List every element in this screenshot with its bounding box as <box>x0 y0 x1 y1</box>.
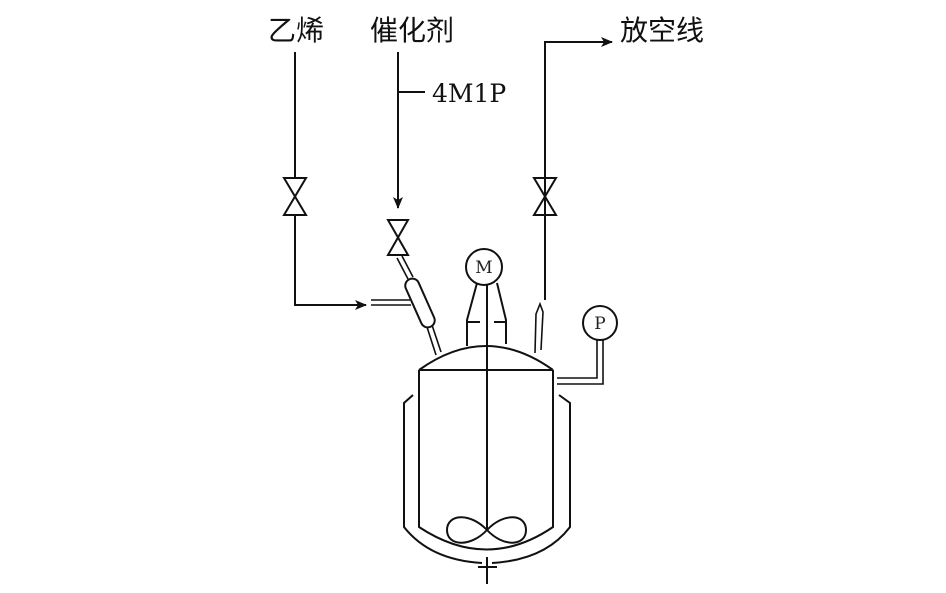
vent-line <box>544 42 612 300</box>
ethylene-label: 乙烯 <box>268 14 324 47</box>
comonomer-label: 4M1P <box>432 79 506 108</box>
ethylene-valve-icon <box>282 177 308 216</box>
vent-label: 放空线 <box>620 14 704 47</box>
reactor-jacket <box>403 394 571 564</box>
motor-icon: M <box>465 248 503 286</box>
vent-nozzle <box>534 301 544 354</box>
bottom-drain <box>478 557 497 584</box>
catalyst-label: 催化剂 <box>370 14 454 47</box>
motor-support <box>466 282 507 346</box>
catalyst-valve-icon <box>386 219 410 256</box>
ethylene-line <box>294 52 366 305</box>
pressure-gauge-icon: P <box>582 305 618 341</box>
impeller-icon <box>445 516 528 544</box>
motor-label: M <box>475 258 492 278</box>
catalyst-line <box>393 52 425 209</box>
vent-valve-icon <box>532 177 558 216</box>
pressure-label: P <box>594 314 605 334</box>
pressure-line <box>557 340 604 385</box>
feed-nozzle <box>371 255 442 356</box>
